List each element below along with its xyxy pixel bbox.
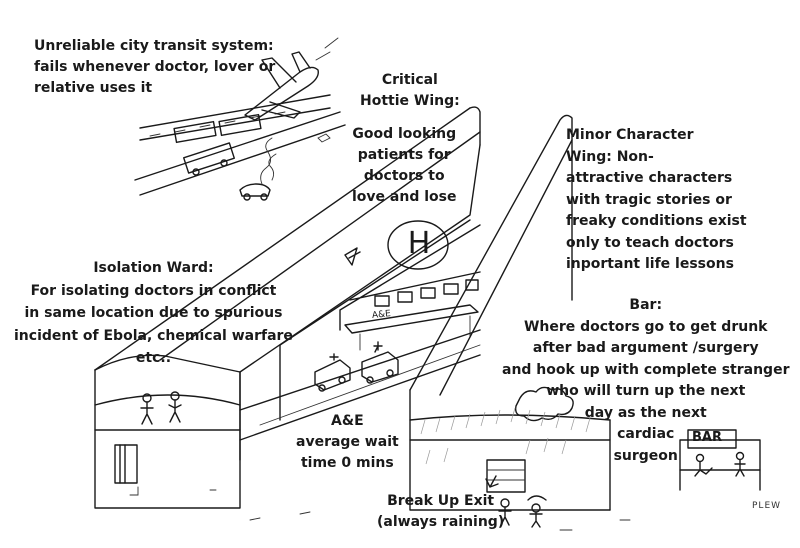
ambulance-left <box>314 353 351 392</box>
main-wing-building <box>94 106 481 461</box>
ambulance-right <box>361 341 399 384</box>
minor-character-wing-annotation: Minor Character Wing: Non- attractive ch… <box>566 127 747 272</box>
isolation-ward-building <box>94 369 241 509</box>
bar-annotation: Bar: Where doctors go to get drunk after… <box>502 297 790 464</box>
artist-signature: PLEW <box>752 501 782 511</box>
minor-character-wing-building <box>409 114 611 528</box>
breakup-stick-figures <box>498 495 547 528</box>
bar-sign: BAR <box>692 430 722 445</box>
breakup-exit-annotation: Break Up Exit (always raining) <box>377 493 505 530</box>
helipad-letter: H <box>407 226 431 261</box>
ae-sign: A&E <box>371 309 392 321</box>
ae-wait-annotation: A&E average wait time 0 mins <box>296 413 399 471</box>
bar-building <box>679 429 761 491</box>
critical-hottie-wing-title: Critical Hottie Wing: <box>360 72 460 109</box>
transit-annotation: Unreliable city transit system: fails wh… <box>34 38 276 96</box>
transit-system-drawing <box>134 37 346 201</box>
isolation-ward-annotation: Isolation Ward: For isolating doctors in… <box>14 260 293 366</box>
critical-hottie-wing-description: Good looking patients for doctors to lov… <box>352 126 457 205</box>
isolation-stick-figures <box>140 391 182 425</box>
